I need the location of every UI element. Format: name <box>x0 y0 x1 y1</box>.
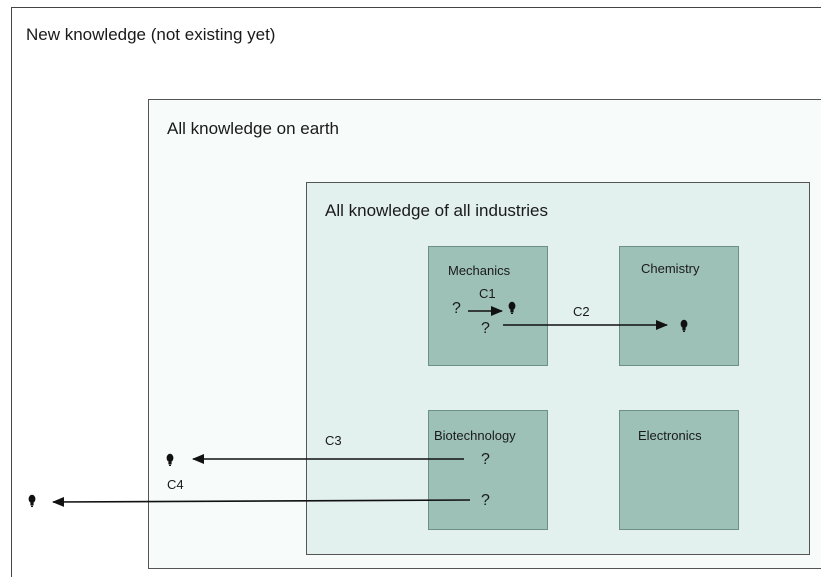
connection-c1-label: C1 <box>479 286 496 301</box>
question-mark-bio-1: ? <box>481 451 490 468</box>
connection-c4-label: C4 <box>167 477 184 492</box>
connection-c2-label: C2 <box>573 304 590 319</box>
lightbulb-icon <box>28 494 36 507</box>
arrow-c4 <box>52 496 471 507</box>
connection-c3-label: C3 <box>325 433 342 448</box>
question-mark-bio-2: ? <box>481 492 490 509</box>
field-mechanics <box>428 246 548 366</box>
question-mark-mech-2: ? <box>481 320 490 337</box>
earth-knowledge-label: All knowledge on earth <box>167 119 340 138</box>
field-electronics <box>619 410 739 530</box>
industries-knowledge-label: All knowledge of all industries <box>325 201 549 220</box>
field-biotechnology <box>428 410 548 530</box>
lightbulb-icon <box>680 319 688 332</box>
lightbulb-icon <box>166 453 174 466</box>
new-knowledge-label: New knowledge (not existing yet) <box>26 25 276 44</box>
field-electronics-label: Electronics <box>638 428 702 443</box>
field-mechanics-label: Mechanics <box>448 263 511 278</box>
question-mark-mech-1: ? <box>452 300 461 317</box>
lightbulb-icon <box>508 301 516 314</box>
field-chemistry-label: Chemistry <box>641 261 700 276</box>
field-chemistry <box>619 246 739 366</box>
field-biotechnology-label: Biotechnology <box>434 428 516 443</box>
